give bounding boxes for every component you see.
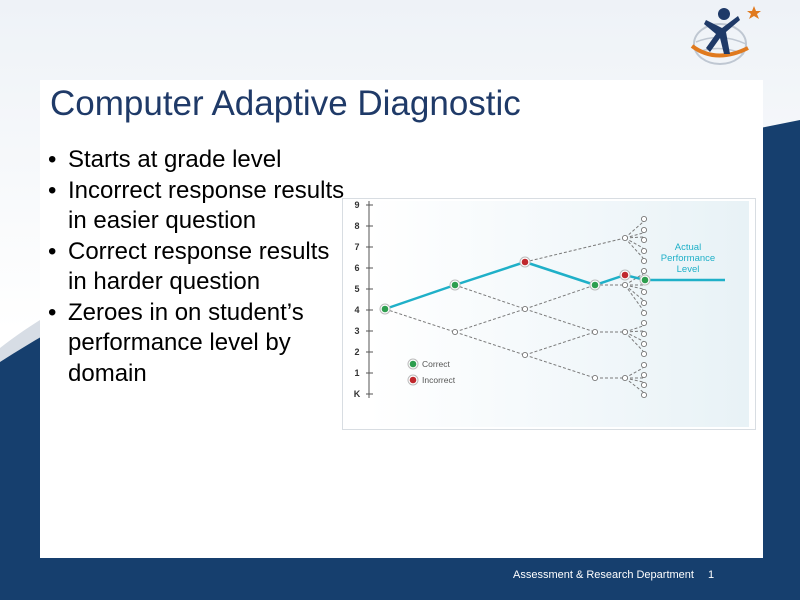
tree-branch — [624, 377, 644, 383]
possible-question-node — [640, 330, 648, 338]
tree-branch — [524, 331, 596, 356]
possible-question-node — [591, 374, 599, 382]
possible-question-node — [640, 340, 648, 348]
y-tick-label: 9 — [354, 200, 359, 210]
correct-response-node — [451, 281, 459, 289]
possible-question-node — [640, 309, 648, 317]
legend-marker — [409, 360, 417, 368]
possible-question-node — [640, 267, 648, 275]
y-tick-label: 7 — [354, 242, 359, 252]
tree-branch — [624, 273, 644, 286]
performance-level-label: Performance — [661, 253, 715, 264]
tree-branch — [624, 330, 644, 333]
tree-branch — [524, 308, 596, 333]
y-tick-label: 5 — [354, 284, 359, 294]
possible-question-node — [640, 236, 648, 244]
possible-question-node — [640, 299, 648, 307]
bullet-item: Starts at grade level — [46, 145, 346, 176]
correct-response-node — [591, 281, 599, 289]
footer-department: Assessment & Research Department — [513, 569, 694, 581]
tree-branch — [624, 236, 644, 239]
tree-branch — [624, 284, 644, 311]
bullet-item: Incorrect response results in easier que… — [46, 176, 346, 237]
tree-branch — [454, 308, 526, 333]
tree-branch — [384, 308, 456, 333]
legend-label: Incorrect — [422, 375, 456, 385]
possible-question-node — [591, 328, 599, 336]
tree-branch — [624, 325, 644, 333]
tree-branch — [624, 331, 644, 352]
possible-question-node — [640, 391, 648, 399]
possible-question-node — [640, 319, 648, 327]
diagram-background — [369, 201, 749, 427]
performance-level-label: Level — [677, 264, 700, 275]
tree-branch — [624, 331, 644, 342]
organization-logo — [690, 6, 761, 65]
tree-branch — [624, 284, 644, 290]
legend-label: Correct — [422, 359, 451, 369]
y-tick-label: 2 — [354, 347, 359, 357]
y-tick-label: 4 — [354, 305, 359, 315]
tree-branch — [524, 237, 626, 263]
possible-question-node — [451, 328, 459, 336]
possible-question-node — [621, 374, 629, 382]
bullet-item: Zeroes in on student’s performance level… — [46, 298, 346, 390]
possible-question-node — [640, 247, 648, 255]
tree-branch — [624, 237, 644, 249]
tree-branch — [524, 354, 596, 379]
possible-question-node — [521, 351, 529, 359]
y-tick-label: K — [354, 389, 361, 399]
incorrect-response-node — [621, 271, 629, 279]
y-tick-label: 3 — [354, 326, 359, 336]
possible-question-node — [640, 361, 648, 369]
tree-branch — [454, 331, 526, 356]
possible-question-node — [640, 350, 648, 358]
tree-branch — [524, 284, 596, 310]
possible-question-node — [640, 215, 648, 223]
possible-question-node — [621, 234, 629, 242]
tree-branch — [624, 232, 644, 239]
tree-branch — [454, 284, 526, 310]
tree-branch — [624, 284, 644, 301]
legend-marker — [409, 376, 417, 384]
possible-question-node — [521, 305, 529, 313]
possible-question-node — [640, 226, 648, 234]
bullet-list: Starts at grade level Incorrect response… — [46, 145, 346, 389]
tree-branch — [624, 377, 644, 393]
incorrect-response-node — [521, 258, 529, 266]
y-tick-label: 8 — [354, 221, 359, 231]
correct-response-node — [381, 305, 389, 313]
y-tick-label: 1 — [354, 368, 359, 378]
possible-question-node — [640, 288, 648, 296]
slide-title: Computer Adaptive Diagnostic — [50, 84, 521, 123]
tree-branch — [624, 237, 644, 259]
student-path-line — [384, 260, 725, 311]
possible-question-node — [621, 281, 629, 289]
y-tick-label: 6 — [354, 263, 359, 273]
tree-branch — [624, 367, 644, 379]
possible-question-node — [640, 257, 648, 265]
performance-level-label: Actual — [675, 242, 701, 253]
tree-branch — [624, 221, 644, 239]
possible-question-node — [640, 381, 648, 389]
correct-response-node — [641, 276, 649, 284]
page-number: 1 — [708, 569, 715, 581]
possible-question-node — [621, 328, 629, 336]
possible-question-node — [640, 371, 648, 379]
bullet-item: Correct response results in harder quest… — [46, 237, 346, 298]
